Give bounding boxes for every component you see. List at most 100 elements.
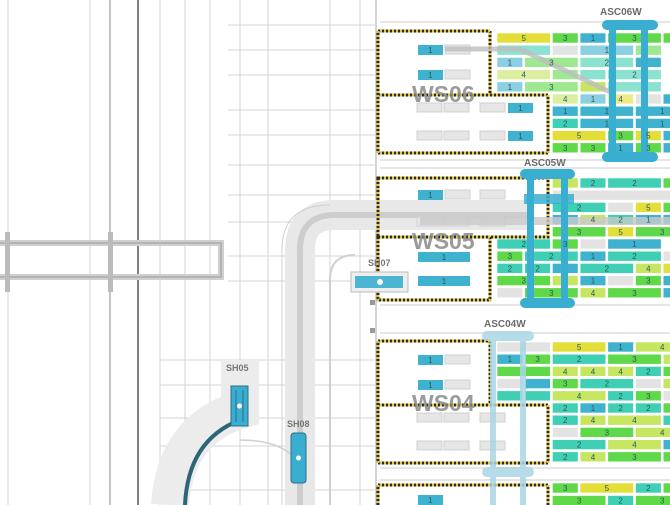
rack-cell[interactable]	[496, 390, 524, 402]
station-tote[interactable]: 1	[508, 131, 533, 141]
rack-cell[interactable]	[635, 402, 662, 414]
station-tote[interactable]: 1	[418, 380, 443, 390]
rack-cell[interactable]	[635, 275, 662, 286]
station-tote[interactable]: 1	[508, 103, 533, 113]
rack-cell[interactable]	[496, 263, 524, 274]
rack-cell[interactable]	[579, 93, 607, 105]
rack-cell[interactable]	[662, 378, 670, 389]
rack-cell[interactable]	[607, 226, 634, 238]
rack-cell[interactable]	[662, 414, 670, 426]
shuttle-sh05[interactable]: SH05	[226, 363, 249, 427]
station-tote[interactable]: 1	[418, 45, 443, 55]
rack-cell[interactable]	[607, 390, 634, 402]
rack-cell[interactable]	[607, 366, 634, 377]
rack-cell[interactable]	[579, 238, 607, 250]
rack-cell[interactable]	[579, 427, 634, 438]
rack-cell[interactable]	[552, 93, 579, 105]
rack-cell[interactable]	[579, 118, 634, 129]
rack-cell[interactable]	[579, 177, 607, 189]
rack-cell[interactable]	[552, 202, 607, 213]
rack-cell[interactable]	[662, 93, 670, 105]
rack-cell[interactable]	[496, 69, 551, 80]
rack-cell[interactable]	[607, 250, 662, 262]
rack-cell[interactable]	[552, 439, 607, 450]
rack-cell[interactable]	[662, 263, 670, 274]
rack-cell[interactable]	[607, 414, 662, 426]
rack-cell[interactable]	[607, 451, 662, 463]
rack-cell[interactable]	[607, 275, 634, 286]
rack-cell[interactable]	[552, 118, 579, 129]
rack-cell[interactable]	[552, 142, 579, 154]
shuttle-sh07[interactable]: SH07	[350, 258, 409, 293]
rack-cell[interactable]	[579, 402, 607, 414]
rack-cell[interactable]	[635, 482, 662, 494]
rack-cell[interactable]	[552, 378, 579, 389]
rack-cell[interactable]	[607, 177, 662, 189]
rack-cell[interactable]	[579, 482, 634, 494]
rack-cell[interactable]	[635, 427, 670, 438]
station-tote[interactable]: 1	[418, 252, 470, 262]
rack-cell[interactable]	[662, 250, 670, 262]
rack-cell[interactable]	[579, 414, 607, 426]
rack-cell[interactable]	[552, 451, 579, 463]
station-tote[interactable]: 1	[418, 276, 470, 286]
rack-cell[interactable]	[662, 287, 670, 299]
rack-cell[interactable]	[579, 378, 634, 389]
rack-cell[interactable]	[496, 81, 524, 93]
rack-cell[interactable]	[635, 118, 670, 129]
rack-cell[interactable]	[579, 287, 607, 299]
rack-cell[interactable]	[496, 287, 524, 299]
rack-cell[interactable]	[552, 130, 607, 141]
rack-cell[interactable]	[607, 81, 662, 93]
rack-cell[interactable]	[552, 402, 579, 414]
rack-cell[interactable]	[607, 439, 662, 450]
rack-cell[interactable]	[552, 32, 579, 44]
rack-cell[interactable]	[635, 44, 662, 56]
rack-cell[interactable]	[662, 402, 670, 414]
rack-cell[interactable]	[552, 482, 579, 494]
rack-cell[interactable]	[524, 378, 551, 389]
rack-cell[interactable]	[662, 451, 670, 463]
station-tote[interactable]: 1	[418, 70, 443, 80]
rack-cell[interactable]	[552, 44, 579, 56]
rack-cell[interactable]	[524, 287, 579, 299]
rack-cell[interactable]	[662, 482, 670, 494]
rack-cell[interactable]	[579, 44, 634, 56]
rack-cell[interactable]	[607, 341, 634, 353]
rack-cell[interactable]	[579, 32, 607, 44]
rack-cell[interactable]	[635, 93, 662, 105]
rack-cell[interactable]	[635, 378, 662, 389]
rack-cell[interactable]	[662, 130, 670, 141]
rack-cell[interactable]	[552, 105, 579, 117]
rack-cell[interactable]	[579, 451, 607, 463]
rack-cell[interactable]	[662, 390, 670, 402]
rack-cell[interactable]	[662, 275, 670, 286]
station-tote[interactable]: 1	[418, 355, 443, 365]
rack-cell[interactable]	[635, 263, 662, 274]
rack-cell[interactable]	[496, 32, 551, 44]
rack-cell[interactable]	[662, 202, 670, 213]
rack-cell[interactable]	[552, 414, 579, 426]
rack-cell[interactable]	[579, 105, 634, 117]
rack-cell[interactable]	[579, 263, 634, 274]
rack-cell[interactable]	[662, 366, 670, 377]
rack-cell[interactable]	[635, 390, 662, 402]
rack-cell[interactable]	[552, 226, 607, 238]
rack-cell[interactable]	[635, 130, 662, 141]
rack-cell[interactable]	[496, 275, 551, 286]
rack-cell[interactable]	[635, 105, 670, 117]
rack-cell[interactable]	[607, 93, 634, 105]
rack-cell[interactable]	[552, 427, 579, 438]
rack-cell[interactable]	[579, 366, 607, 377]
rack-cell[interactable]	[635, 495, 670, 505]
rack-cell[interactable]	[607, 402, 634, 414]
rack-cell[interactable]	[524, 81, 579, 93]
rack-cell[interactable]	[635, 202, 662, 213]
rack-cell[interactable]	[607, 353, 662, 365]
rack-cell[interactable]	[607, 238, 662, 250]
crane-asc04w[interactable]	[482, 331, 534, 505]
rack-cell[interactable]	[552, 353, 607, 365]
rack-cell[interactable]	[552, 366, 579, 377]
shuttle-sh08[interactable]: SH08	[287, 419, 310, 484]
rack-cell[interactable]	[524, 263, 551, 274]
